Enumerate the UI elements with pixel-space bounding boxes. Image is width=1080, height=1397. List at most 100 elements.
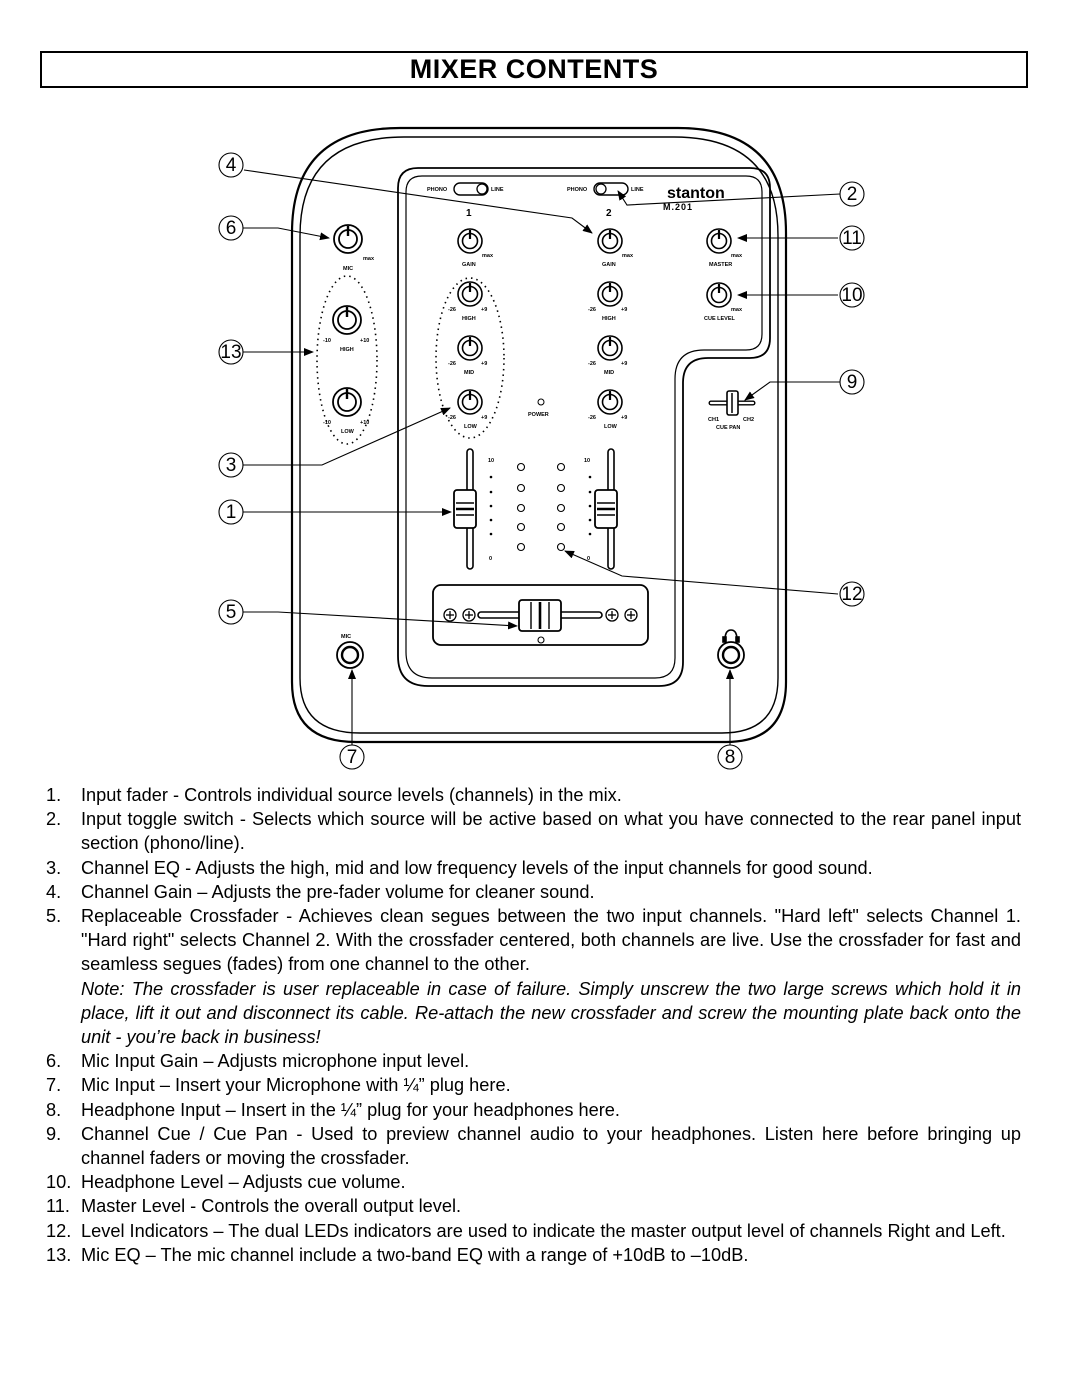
callout-7: 7 bbox=[347, 747, 358, 768]
ch2-mid-min-label: -26 bbox=[588, 361, 596, 367]
ch2-high-label: HIGH bbox=[602, 316, 616, 322]
callout-11: 11 bbox=[842, 228, 862, 249]
ch1-low-label: LOW bbox=[464, 424, 478, 430]
list-item: 3.Channel EQ - Adjusts the high, mid and… bbox=[46, 857, 873, 878]
mic-high-knob[interactable] bbox=[331, 304, 363, 336]
callout-13: 13 bbox=[220, 342, 241, 363]
list-item: 6.Mic Input Gain – Adjusts microphone in… bbox=[46, 1051, 470, 1072]
ch2-number: 2 bbox=[606, 208, 612, 219]
master-level-knob[interactable] bbox=[705, 227, 733, 255]
ch2-low-min-label: -26 bbox=[588, 415, 596, 421]
ch2-mid-label: MID bbox=[604, 370, 614, 376]
faceplate-inner-outline bbox=[405, 175, 763, 679]
model-label: M.201 bbox=[663, 202, 693, 212]
ch1-fader-top-label: 10 bbox=[488, 458, 494, 464]
master-max-label: max bbox=[731, 253, 743, 259]
ch1-fader-bottom-label: 0 bbox=[489, 556, 492, 562]
ch1-high-knob[interactable] bbox=[456, 280, 484, 308]
list-item: 12.Level Indicators – The dual LEDs indi… bbox=[46, 1220, 1006, 1241]
ch2-low-max-label: +9 bbox=[621, 415, 627, 421]
ch2-gain-label: GAIN bbox=[602, 262, 616, 268]
cue-level-max-label: max bbox=[731, 307, 743, 313]
mixer-body-inner-outline bbox=[299, 136, 779, 734]
mic-low-max-label: +10 bbox=[360, 420, 369, 426]
ch1-low-min-label: -26 bbox=[448, 415, 456, 421]
mic-gain-max-label: max bbox=[363, 256, 375, 262]
ch2-high-min-label: -26 bbox=[588, 307, 596, 313]
mixer-diagram: PHONO LINE 1 PHONO LINE 2 stanton M.201 … bbox=[218, 126, 865, 770]
master-label: MASTER bbox=[709, 262, 732, 268]
list-item: 10.Headphone Level – Adjusts cue volume. bbox=[46, 1172, 406, 1193]
ch2-mid-max-label: +9 bbox=[621, 361, 627, 367]
title-box: MIXER CONTENTS bbox=[40, 51, 1028, 88]
power-label: POWER bbox=[528, 412, 549, 418]
callout-2: 2 bbox=[847, 184, 858, 205]
ch1-gain-max-label: max bbox=[482, 253, 494, 259]
ch1-mid-knob[interactable] bbox=[456, 334, 484, 362]
ch2-fader-bottom-label: 0 bbox=[587, 556, 590, 562]
ch2-high-knob[interactable] bbox=[596, 280, 624, 308]
ch2-line-label: LINE bbox=[631, 187, 644, 193]
mixer-body-outline bbox=[290, 126, 788, 744]
ch1-mid-min-label: -26 bbox=[448, 361, 456, 367]
crossfader-screw-right2-icon bbox=[624, 608, 638, 622]
ch1-gain-knob[interactable] bbox=[456, 227, 484, 255]
power-led bbox=[537, 398, 545, 406]
ch1-gain-label: GAIN bbox=[462, 262, 476, 268]
list-item: 2.Input toggle switch - Selects which so… bbox=[46, 809, 1021, 854]
ch1-mid-label: MID bbox=[464, 370, 474, 376]
mic-low-min-label: -10 bbox=[323, 420, 331, 426]
list-item: 13.Mic EQ – The mic channel include a tw… bbox=[46, 1244, 749, 1265]
headphone-input-jack[interactable] bbox=[717, 641, 745, 669]
callout-9: 9 bbox=[847, 372, 858, 393]
mic-high-max-label: +10 bbox=[360, 338, 369, 344]
list-item: 4.Channel Gain – Adjusts the pre-fader v… bbox=[46, 881, 595, 902]
ch1-high-min-label: -26 bbox=[448, 307, 456, 313]
ch1-phono-label: PHONO bbox=[427, 187, 448, 193]
headphone-icon bbox=[722, 629, 740, 643]
list-item: 9.Channel Cue / Cue Pan - Used to previe… bbox=[46, 1123, 1021, 1169]
mic-gain-label: MIC bbox=[343, 266, 353, 272]
crossfader-screw-left-icon bbox=[443, 608, 457, 622]
cue-level-label: CUE LEVEL bbox=[704, 316, 736, 322]
callout-5: 5 bbox=[226, 602, 237, 623]
ch1-high-label: HIGH bbox=[462, 316, 476, 322]
ch2-low-knob[interactable] bbox=[596, 388, 624, 416]
ch1-low-max-label: +9 bbox=[481, 415, 487, 421]
contents-list: 1.Input fader - Controls individual sour… bbox=[46, 783, 1021, 1267]
callout-3: 3 bbox=[226, 455, 237, 476]
cue-level-knob[interactable] bbox=[705, 281, 733, 309]
mic-low-label: LOW bbox=[341, 429, 355, 435]
brand-logo: stanton bbox=[667, 185, 725, 202]
callout-6: 6 bbox=[226, 218, 237, 239]
crossfader-plate bbox=[432, 584, 649, 646]
crossfader-screw-left2-icon bbox=[462, 608, 476, 622]
ch1-number: 1 bbox=[466, 208, 472, 219]
mic-jack-label: MIC bbox=[341, 634, 351, 640]
faceplate-outline bbox=[397, 167, 771, 687]
ch2-gain-knob[interactable] bbox=[596, 227, 624, 255]
mic-low-knob[interactable] bbox=[331, 386, 363, 418]
crossfader-description: Replaceable Crossfader - Achieves clean … bbox=[81, 906, 1021, 975]
callout-4: 4 bbox=[226, 155, 237, 176]
ch2-mid-knob[interactable] bbox=[596, 334, 624, 362]
ch1-low-knob[interactable] bbox=[456, 388, 484, 416]
cue-pan-label: CUE PAN bbox=[716, 425, 740, 431]
mic-eq-outline bbox=[316, 275, 378, 445]
list-item: 1.Input fader - Controls individual sour… bbox=[46, 785, 622, 805]
ch2-gain-max-label: max bbox=[622, 253, 634, 259]
ch1-mid-max-label: +9 bbox=[481, 361, 487, 367]
ch1-line-label: LINE bbox=[491, 187, 504, 193]
level-indicator-leds bbox=[516, 462, 566, 552]
ch2-high-max-label: +9 bbox=[621, 307, 627, 313]
list-item: 8.Headphone Input – Insert in the ¼” plu… bbox=[46, 1099, 620, 1120]
callout-1: 1 bbox=[226, 502, 237, 523]
crossfader-screw-right-icon bbox=[605, 608, 619, 622]
mic-input-jack[interactable] bbox=[336, 641, 364, 669]
ch1-eq-outline bbox=[435, 277, 505, 439]
ch2-low-label: LOW bbox=[604, 424, 618, 430]
callout-10: 10 bbox=[841, 285, 862, 306]
crossfader-note: Note: The crossfader is user replaceable… bbox=[81, 978, 1021, 1048]
ch2-phono-label: PHONO bbox=[567, 187, 588, 193]
mic-gain-knob[interactable] bbox=[332, 223, 364, 255]
